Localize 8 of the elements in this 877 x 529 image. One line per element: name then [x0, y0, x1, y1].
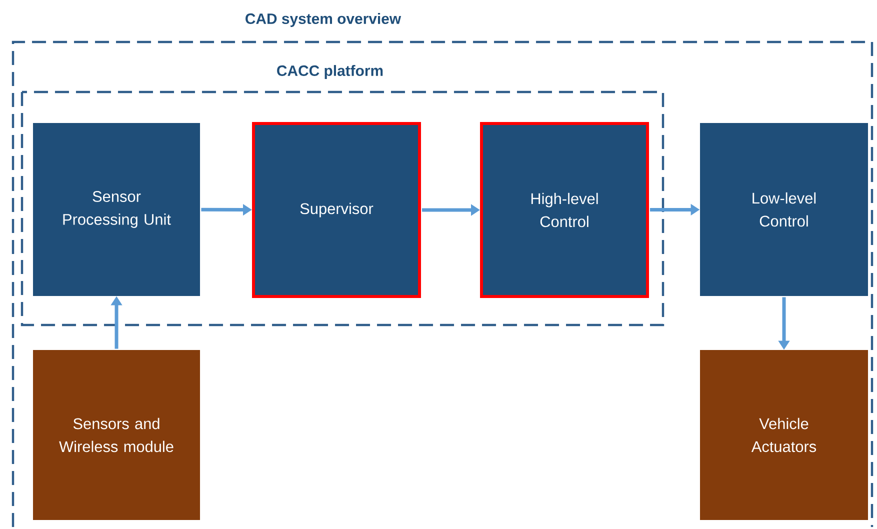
process-box: Sensors and Wireless module	[33, 350, 200, 520]
frame-title: CAD system overview	[246, 13, 402, 27]
process-box: High-level Control	[480, 122, 649, 298]
process-box: Sensor Processing Unit	[33, 123, 200, 296]
process-box: Supervisor	[252, 122, 421, 298]
process-box: Low-level Control	[700, 123, 868, 296]
frame-title: CACC platform	[277, 65, 383, 79]
process-box: Vehicle Actuators	[700, 350, 868, 520]
